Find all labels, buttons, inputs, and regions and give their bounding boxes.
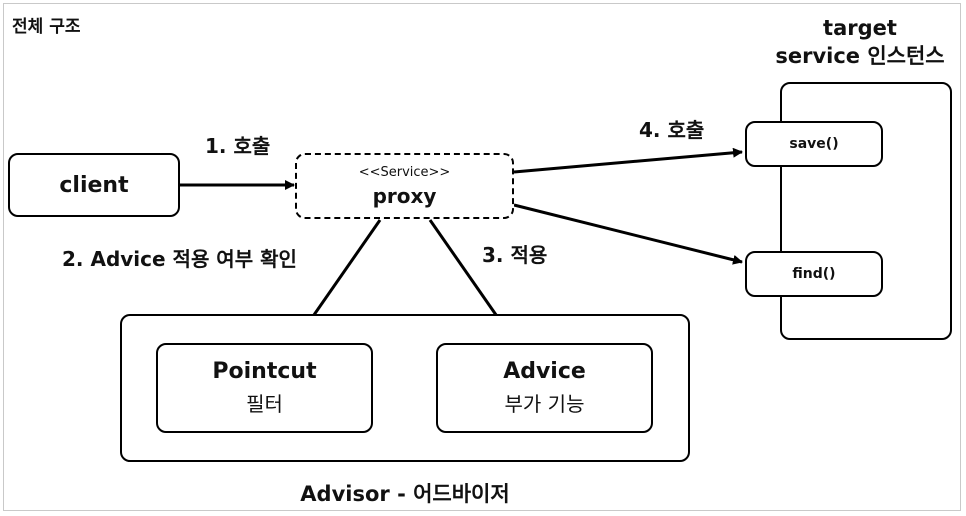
step-call-label: 1. 호출 [205, 134, 271, 158]
proxy-stereotype: <<Service>> [358, 164, 451, 180]
diagram-title: 전체 구조 [12, 17, 81, 37]
client-label: client [59, 172, 129, 198]
advice-box: Advice 부가 기능 [436, 343, 653, 433]
advisor-label: Advisor - 어드바이저 [300, 482, 510, 506]
target-title-line1: target [823, 16, 897, 40]
method-save: save() [745, 121, 883, 167]
proxy-box: <<Service>> proxy [295, 153, 514, 219]
pointcut-name: Pointcut [212, 359, 317, 384]
method-find-label: find() [792, 266, 836, 282]
method-find: find() [745, 251, 883, 297]
step-call-target-label: 4. 호출 [639, 118, 705, 142]
pointcut-box: Pointcut 필터 [156, 343, 373, 433]
arrow-proxy-to-save [513, 147, 743, 174]
advice-desc: 부가 기능 [504, 392, 585, 416]
target-title: target service 인스턴스 [760, 14, 960, 70]
proxy-label: proxy [372, 183, 437, 208]
advice-name: Advice [503, 359, 586, 384]
arrow-proxy-to-find [513, 203, 743, 265]
client-box: client [8, 153, 180, 217]
diagram-frame [3, 3, 961, 511]
method-save-label: save() [789, 136, 839, 152]
pointcut-desc: 필터 [246, 392, 283, 416]
target-title-line2: service 인스턴스 [775, 44, 945, 68]
step-apply-label: 3. 적용 [482, 243, 548, 267]
step-check-label: 2. Advice 적용 여부 확인 [62, 247, 297, 271]
